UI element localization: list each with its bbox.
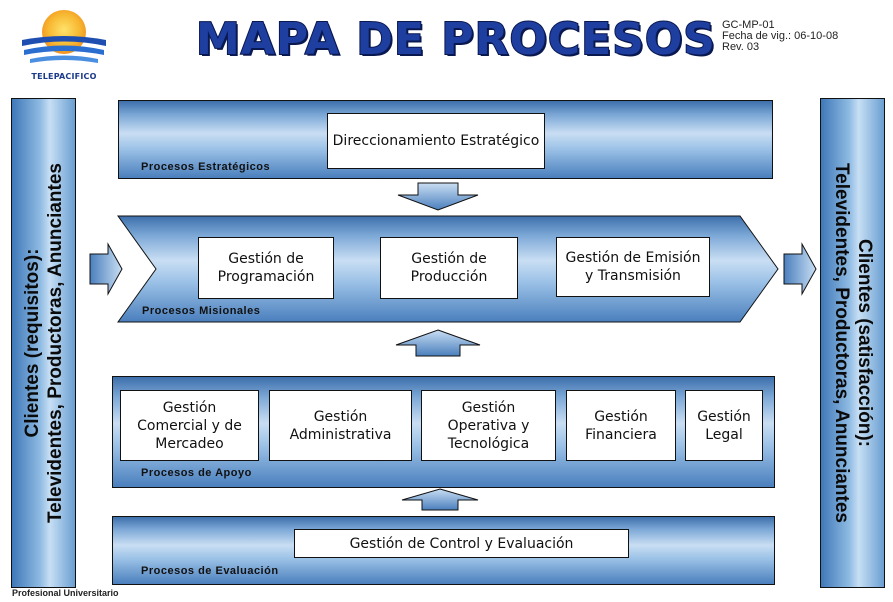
strategic-label: Procesos Estratégicos	[141, 161, 271, 173]
support-box-legal: Gestión Legal	[685, 390, 763, 461]
support-box-financiera: Gestión Financiera	[566, 390, 676, 461]
document-info: GC-MP-01 Fecha de vig.: 06-10-08 Rev. 03	[722, 20, 838, 53]
output-arrow	[783, 242, 817, 296]
input-arrow	[89, 242, 123, 296]
logo-text: TELEPACIFICO	[31, 72, 97, 81]
up-arrow-support	[395, 329, 481, 357]
footer-text: Profesional Universitario	[12, 588, 119, 598]
support-box-comercial: Gestión Comercial y de Mercadeo	[120, 390, 259, 461]
doc-code: GC-MP-01	[722, 19, 775, 31]
support-box-operativa: Gestión Operativa y Tecnológica	[421, 390, 556, 461]
support-label: Procesos de Apoyo	[141, 467, 252, 479]
clients-output-panel: Clientes (satisfacción): Televidentes, P…	[820, 98, 885, 588]
evaluation-band: Gestión de Control y Evaluación Procesos…	[112, 516, 775, 585]
support-band: Gestión Comercial y de Mercadeo Gestión …	[112, 376, 775, 488]
evaluation-box: Gestión de Control y Evaluación	[294, 529, 629, 558]
mission-box-emision: Gestión de Emisión y Transmisión	[556, 237, 710, 297]
up-arrow-evaluation	[401, 488, 479, 511]
mission-box-produccion: Gestión de Producción	[380, 237, 518, 299]
support-box-administrativa: Gestión Administrativa	[269, 390, 412, 461]
sun-waves-logo-icon	[22, 10, 106, 63]
strategic-band: Direccionamiento Estratégico Procesos Es…	[118, 100, 773, 179]
mission-label: Procesos Misionales	[142, 305, 261, 317]
down-arrow	[397, 182, 479, 211]
evaluation-label: Procesos de Evaluación	[141, 565, 279, 577]
strategic-box: Direccionamiento Estratégico	[327, 113, 545, 169]
telepacifico-logo: TELEPACIFICO	[8, 6, 120, 86]
mission-box-programacion: Gestión de Programación	[198, 237, 334, 299]
clients-input-panel: Clientes (requisitos): Televidentes, Pro…	[11, 98, 76, 588]
doc-date: Fecha de vig.: 06-10-08	[722, 30, 839, 42]
page-title: MAPA DE PROCESOS	[195, 13, 716, 66]
doc-revision: Rev. 03	[722, 41, 760, 53]
